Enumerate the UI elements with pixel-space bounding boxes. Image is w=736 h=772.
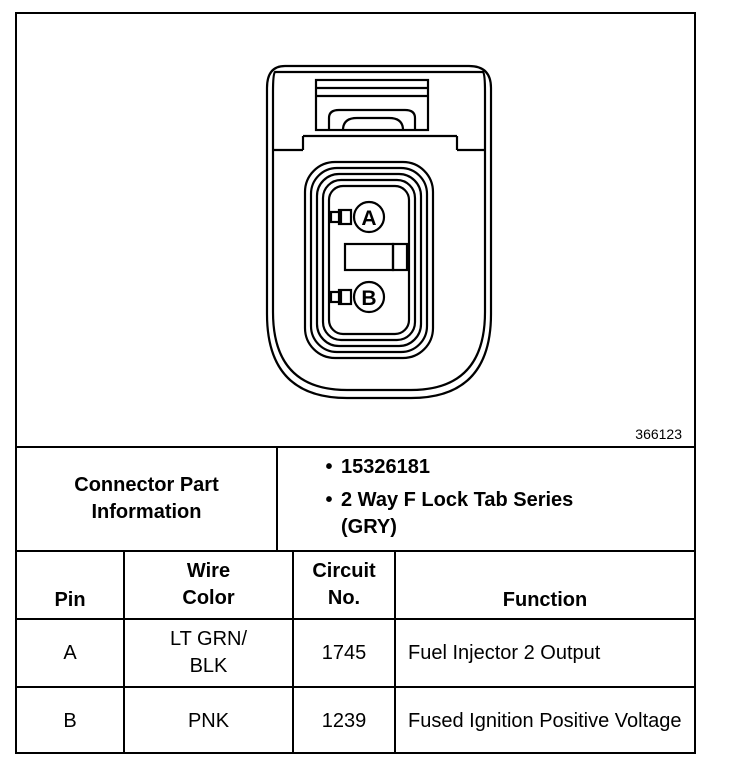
- row-a-circuit: 1745: [321, 641, 367, 664]
- list-item: •15326181: [317, 454, 687, 481]
- header-pin: Pin: [54, 589, 86, 611]
- connector-sheet: A B 366123 Connector Part Information •1…: [15, 12, 696, 754]
- connector-info-list: •15326181 •2 Way F Lock Tab Series (GRY): [317, 454, 687, 547]
- row-a-function: Fuel Injector 2 Output: [408, 641, 601, 664]
- row-a-pin: A: [63, 641, 77, 664]
- divider: [292, 550, 294, 754]
- divider: [394, 550, 396, 754]
- divider: [123, 550, 125, 754]
- divider: [17, 618, 694, 620]
- list-item: •2 Way F Lock Tab Series (GRY): [317, 487, 687, 541]
- connector-housing: [265, 64, 493, 400]
- pin-a-label: A: [361, 207, 376, 230]
- connector-diagram: A B 366123: [17, 14, 694, 448]
- figure-id: 366123: [635, 426, 682, 442]
- row-b-function: Fused Ignition Positive Voltage: [408, 710, 682, 732]
- pin-a-circle: [352, 200, 386, 234]
- part-number: 15326181: [341, 456, 430, 478]
- center-lock-slot: [343, 242, 395, 272]
- connector-info-label: Connector Part Information: [74, 474, 219, 523]
- connector-description: 2 Way F Lock Tab Series (GRY): [341, 489, 574, 538]
- header-circuit: Circuit No.: [312, 560, 376, 609]
- divider: [17, 550, 694, 552]
- cavity-outer: [303, 160, 435, 360]
- header-wire-color: Wire Color: [182, 560, 235, 609]
- row-b-pin: B: [63, 709, 77, 732]
- row-a-wire-color: LT GRN/ BLK: [169, 628, 248, 677]
- header-function: Function: [502, 589, 588, 611]
- row-b-wire-color: PNK: [187, 709, 230, 732]
- divider: [17, 686, 694, 688]
- pin-b-circle: [352, 280, 386, 314]
- row-b-circuit: 1239: [321, 709, 367, 732]
- pin-b-label: B: [361, 287, 376, 310]
- divider: [276, 446, 278, 552]
- lock-tab: [314, 78, 430, 132]
- connector-drawing: A B: [265, 64, 493, 400]
- divider: [17, 446, 694, 448]
